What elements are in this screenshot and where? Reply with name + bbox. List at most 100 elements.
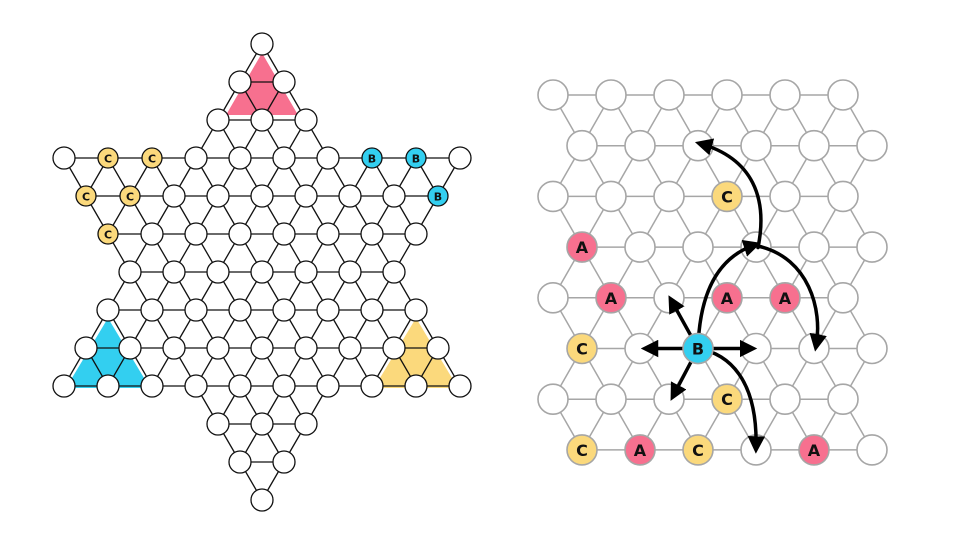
empty-hole[interactable]: [537, 383, 569, 416]
empty-hole[interactable]: [856, 231, 888, 263]
piece-a[interactable]: [798, 434, 830, 466]
empty-hole[interactable]: [250, 336, 274, 360]
empty-hole[interactable]: [228, 146, 252, 170]
empty-hole[interactable]: [162, 260, 186, 284]
empty-hole[interactable]: [404, 222, 428, 246]
empty-hole[interactable]: [294, 260, 318, 284]
empty-hole[interactable]: [294, 336, 318, 360]
piece-c[interactable]: [566, 434, 598, 466]
piece-a[interactable]: [595, 281, 627, 314]
empty-hole[interactable]: [404, 374, 428, 398]
empty-hole[interactable]: [316, 374, 340, 398]
empty-hole[interactable]: [250, 260, 274, 284]
empty-hole[interactable]: [294, 108, 318, 132]
empty-hole[interactable]: [184, 374, 208, 398]
empty-hole[interactable]: [184, 298, 208, 322]
empty-hole[interactable]: [827, 79, 859, 111]
empty-hole[interactable]: [316, 298, 340, 322]
piece-c[interactable]: [682, 434, 714, 466]
empty-hole[interactable]: [140, 298, 164, 322]
empty-hole[interactable]: [316, 146, 340, 170]
empty-hole[interactable]: [338, 336, 362, 360]
empty-hole[interactable]: [827, 180, 859, 213]
empty-hole[interactable]: [74, 336, 98, 360]
empty-hole[interactable]: [856, 434, 888, 466]
empty-hole[interactable]: [272, 222, 296, 246]
empty-hole[interactable]: [360, 374, 384, 398]
empty-hole[interactable]: [448, 374, 472, 398]
empty-hole[interactable]: [653, 383, 685, 416]
empty-hole[interactable]: [740, 129, 772, 162]
empty-hole[interactable]: [272, 298, 296, 322]
empty-hole[interactable]: [294, 184, 318, 208]
empty-hole[interactable]: [827, 281, 859, 314]
empty-hole[interactable]: [769, 383, 801, 416]
empty-hole[interactable]: [798, 231, 830, 263]
empty-hole[interactable]: [162, 184, 186, 208]
empty-hole[interactable]: [856, 129, 888, 162]
empty-hole[interactable]: [537, 180, 569, 213]
empty-hole[interactable]: [316, 222, 340, 246]
empty-hole[interactable]: [798, 332, 830, 365]
empty-hole[interactable]: [360, 298, 384, 322]
empty-hole[interactable]: [96, 374, 120, 398]
empty-hole[interactable]: [206, 336, 230, 360]
empty-hole[interactable]: [682, 231, 714, 263]
empty-hole[interactable]: [382, 336, 406, 360]
empty-hole[interactable]: [537, 79, 569, 111]
piece-c[interactable]: [97, 147, 119, 169]
piece-a[interactable]: [566, 231, 598, 263]
empty-hole[interactable]: [250, 412, 274, 436]
piece-a[interactable]: [769, 281, 801, 314]
empty-hole[interactable]: [856, 332, 888, 365]
empty-hole[interactable]: [272, 70, 296, 94]
piece-a[interactable]: [624, 434, 656, 466]
piece-c[interactable]: [711, 180, 743, 213]
empty-hole[interactable]: [184, 146, 208, 170]
empty-hole[interactable]: [250, 488, 274, 512]
empty-hole[interactable]: [140, 374, 164, 398]
empty-hole[interactable]: [206, 108, 230, 132]
empty-hole[interactable]: [426, 336, 450, 360]
empty-hole[interactable]: [228, 298, 252, 322]
empty-hole[interactable]: [595, 180, 627, 213]
empty-hole[interactable]: [537, 281, 569, 314]
empty-hole[interactable]: [798, 129, 830, 162]
empty-hole[interactable]: [184, 222, 208, 246]
empty-hole[interactable]: [228, 70, 252, 94]
empty-hole[interactable]: [52, 146, 76, 170]
empty-hole[interactable]: [338, 184, 362, 208]
empty-hole[interactable]: [404, 298, 428, 322]
empty-hole[interactable]: [294, 412, 318, 436]
empty-hole[interactable]: [624, 129, 656, 162]
empty-hole[interactable]: [140, 222, 164, 246]
empty-hole[interactable]: [118, 260, 142, 284]
empty-hole[interactable]: [448, 146, 472, 170]
empty-hole[interactable]: [250, 108, 274, 132]
empty-hole[interactable]: [250, 184, 274, 208]
empty-hole[interactable]: [624, 231, 656, 263]
empty-hole[interactable]: [769, 79, 801, 111]
empty-hole[interactable]: [206, 260, 230, 284]
empty-hole[interactable]: [228, 222, 252, 246]
empty-hole[interactable]: [382, 184, 406, 208]
empty-hole[interactable]: [653, 180, 685, 213]
empty-hole[interactable]: [228, 450, 252, 474]
empty-hole[interactable]: [272, 146, 296, 170]
empty-hole[interactable]: [711, 79, 743, 111]
empty-hole[interactable]: [206, 412, 230, 436]
empty-hole[interactable]: [52, 374, 76, 398]
empty-hole[interactable]: [566, 129, 598, 162]
empty-hole[interactable]: [595, 383, 627, 416]
empty-hole[interactable]: [769, 180, 801, 213]
piece-c[interactable]: [711, 383, 743, 416]
empty-hole[interactable]: [206, 184, 230, 208]
piece-b-selected[interactable]: [682, 332, 714, 365]
empty-hole[interactable]: [118, 336, 142, 360]
empty-hole[interactable]: [96, 298, 120, 322]
empty-hole[interactable]: [382, 260, 406, 284]
empty-hole[interactable]: [338, 260, 362, 284]
piece-b[interactable]: [427, 185, 449, 207]
empty-hole[interactable]: [162, 336, 186, 360]
piece-c[interactable]: [97, 223, 119, 245]
